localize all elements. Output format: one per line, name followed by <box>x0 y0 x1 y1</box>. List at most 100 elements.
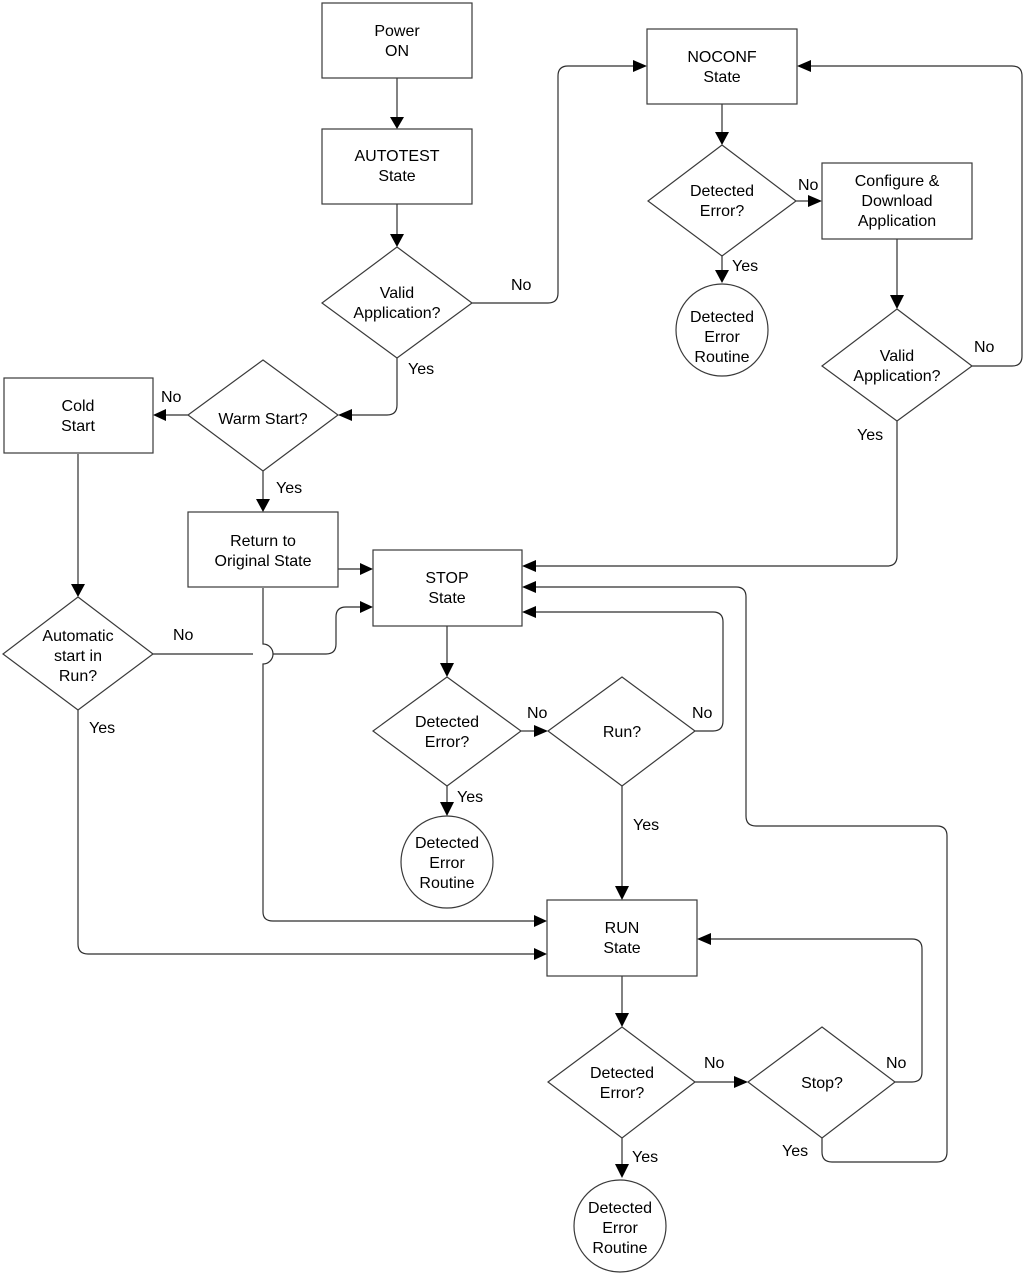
decision-diamond <box>320 246 474 359</box>
node-label-line: Run? <box>603 724 641 741</box>
edge-valid-app-no-to-noconf <box>472 65 634 304</box>
node-label-line: Error <box>429 855 465 872</box>
arrowhead <box>522 560 536 572</box>
node-detected-error-stop: Detected Error? <box>371 676 523 787</box>
node-return-original: Return to Original State <box>187 511 339 588</box>
node-error-routine-run: Detected Error Routine <box>573 1179 667 1273</box>
node-noconf: NOCONF State <box>646 28 798 105</box>
node-label-line: Return to <box>230 533 296 550</box>
node-run-question: Run? <box>546 676 697 787</box>
node-label-line: Routine <box>694 349 749 366</box>
edge-label-no: No <box>173 627 194 644</box>
arrowhead <box>360 601 373 613</box>
node-label-line: Start <box>61 418 95 435</box>
node-label-line: Routine <box>592 1240 647 1257</box>
node-label-line: Detected <box>588 1200 652 1217</box>
arrowhead <box>256 499 270 512</box>
node-label-line: Error? <box>700 203 745 220</box>
edge-stop-q-no-to-run <box>711 938 923 1083</box>
arrowhead <box>534 948 547 960</box>
node-label-line: Original State <box>215 553 312 570</box>
edge-label-no: No <box>798 177 819 194</box>
arrowhead <box>390 117 404 129</box>
edge-label-no: No <box>974 339 995 356</box>
arrowhead <box>615 1164 629 1178</box>
node-label-line: Error <box>602 1220 638 1237</box>
edge-label-yes: Yes <box>732 258 758 275</box>
edge-label-no: No <box>511 277 532 294</box>
node-label-line: State <box>428 590 465 607</box>
node-error-routine-noconf: Detected Error Routine <box>675 283 769 377</box>
node-label-line: Error? <box>425 734 470 751</box>
node-label-line: Detected <box>690 183 754 200</box>
edge-return-down-to-run <box>262 588 535 922</box>
node-cold-start: Cold Start <box>3 377 154 454</box>
edge-labels: No Yes No Yes No Yes No Yes No Yes No Ye… <box>89 177 995 1166</box>
node-label-line: Download <box>861 193 932 210</box>
process-box <box>546 899 698 977</box>
node-stop-question: Stop? <box>746 1026 896 1139</box>
decision-diamond <box>371 676 523 787</box>
node-label-line: start in <box>54 648 102 665</box>
routine-circle <box>675 283 769 377</box>
edge-label-no: No <box>692 705 713 722</box>
arrowhead <box>534 725 548 737</box>
decision-diamond <box>746 1026 896 1139</box>
node-power-on: Power ON <box>321 2 473 79</box>
node-label-line: Detected <box>690 309 754 326</box>
arrowhead <box>808 195 822 207</box>
edge-valid-app-2-yes-to-stop <box>536 421 898 567</box>
edge-label-no: No <box>161 389 182 406</box>
edge-label-no: No <box>527 705 548 722</box>
node-label-line: Automatic <box>42 628 113 645</box>
arrowhead <box>522 606 536 618</box>
arrowhead <box>615 1013 629 1027</box>
edge-label-no: No <box>704 1055 725 1072</box>
node-label-line: Application <box>858 213 936 230</box>
connectors <box>77 65 1023 1165</box>
node-label-line: AUTOTEST <box>354 148 439 165</box>
arrowhead <box>153 409 166 421</box>
arrowhead <box>360 563 373 575</box>
arrowhead <box>71 584 85 597</box>
node-autotest: AUTOTEST State <box>321 128 473 205</box>
decision-diamond <box>546 676 697 787</box>
node-label-line: Valid <box>880 348 914 365</box>
node-label-line: Error? <box>600 1085 645 1102</box>
edge-label-no: No <box>886 1055 907 1072</box>
decision-diamond <box>546 1026 696 1139</box>
node-label-line: ON <box>385 43 409 60</box>
edge-label-yes: Yes <box>457 789 483 806</box>
node-label-line: Detected <box>415 714 479 731</box>
node-label-line: State <box>378 168 415 185</box>
node-label-line: Stop? <box>801 1075 843 1092</box>
process-box <box>821 162 973 240</box>
node-error-routine-stop: Detected Error Routine <box>400 815 494 909</box>
edge-auto-start-yes-to-run <box>77 710 535 955</box>
process-box <box>372 549 523 627</box>
edge-label-yes: Yes <box>276 480 302 497</box>
node-label-line: Warm Start? <box>218 411 307 428</box>
node-label-line: Valid <box>380 285 414 302</box>
node-warm-start: Warm Start? <box>186 359 340 472</box>
node-label-line: STOP <box>425 570 468 587</box>
node-configure-download: Configure & Download Application <box>821 162 973 240</box>
node-label-line: State <box>703 69 740 86</box>
arrowhead <box>633 60 647 72</box>
edge-valid-app-yes-to-warm-start <box>352 358 398 416</box>
node-label-line: Cold <box>62 398 95 415</box>
edge-stop-q-yes-to-stop <box>536 586 948 1163</box>
node-label-line: Application? <box>853 368 940 385</box>
edge-valid-app-2-no-to-noconf <box>811 65 1023 367</box>
arrowhead <box>390 234 404 247</box>
node-label-line: Power <box>374 23 420 40</box>
node-label-line: Detected <box>415 835 479 852</box>
edge-label-yes: Yes <box>633 817 659 834</box>
node-label-line: Error <box>704 329 740 346</box>
node-run-state: RUN State <box>546 899 698 977</box>
node-valid-app-2: Valid Application? <box>820 308 974 422</box>
edge-auto-start-no-to-stop <box>153 606 361 655</box>
process-box <box>646 28 798 105</box>
node-label-line: Routine <box>419 875 474 892</box>
decision-diamond <box>646 144 798 257</box>
